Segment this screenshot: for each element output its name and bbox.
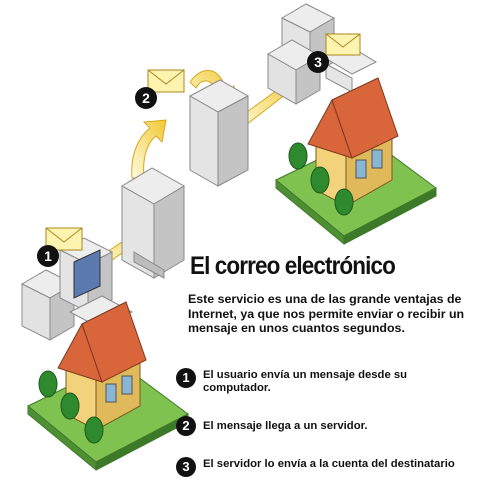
step-1-text: El usuario envía un mensaje desde su com… [203, 369, 408, 394]
step-2: 2 El mensaje llega a un servidor. [176, 416, 476, 436]
envelope-icon [325, 33, 361, 56]
step-1-number: 1 [176, 368, 196, 388]
svg-text:1: 1 [44, 248, 52, 264]
svg-text:2: 2 [142, 90, 150, 106]
mail-server-2 [188, 79, 250, 187]
arrow-server-up [131, 119, 167, 179]
step-marker-2: 2 [135, 87, 157, 109]
page-title: El correo electrónico [190, 252, 396, 280]
envelope-icon [147, 69, 185, 93]
step-2-text: El mensaje llega a un servidor. [203, 420, 368, 432]
envelope-icon [45, 227, 83, 251]
step-3-text: El servidor lo envía a la cuenta del des… [203, 458, 455, 470]
sender-computers [20, 237, 134, 341]
step-marker-3: 3 [307, 51, 329, 73]
svg-text:3: 3 [314, 54, 322, 70]
step-1: 1 El usuario envía un mensaje desde su c… [176, 368, 476, 394]
intro-text: Este servicio es una de las grande venta… [188, 292, 465, 335]
destination-house [275, 77, 437, 246]
step-marker-1: 1 [37, 245, 59, 267]
step-3-number: 3 [176, 457, 196, 477]
sender-house [27, 301, 189, 472]
step-3: 3 El servidor lo envía a la cuenta del d… [176, 457, 476, 477]
mail-server-1 [121, 167, 185, 279]
step-2-number: 2 [176, 416, 196, 436]
